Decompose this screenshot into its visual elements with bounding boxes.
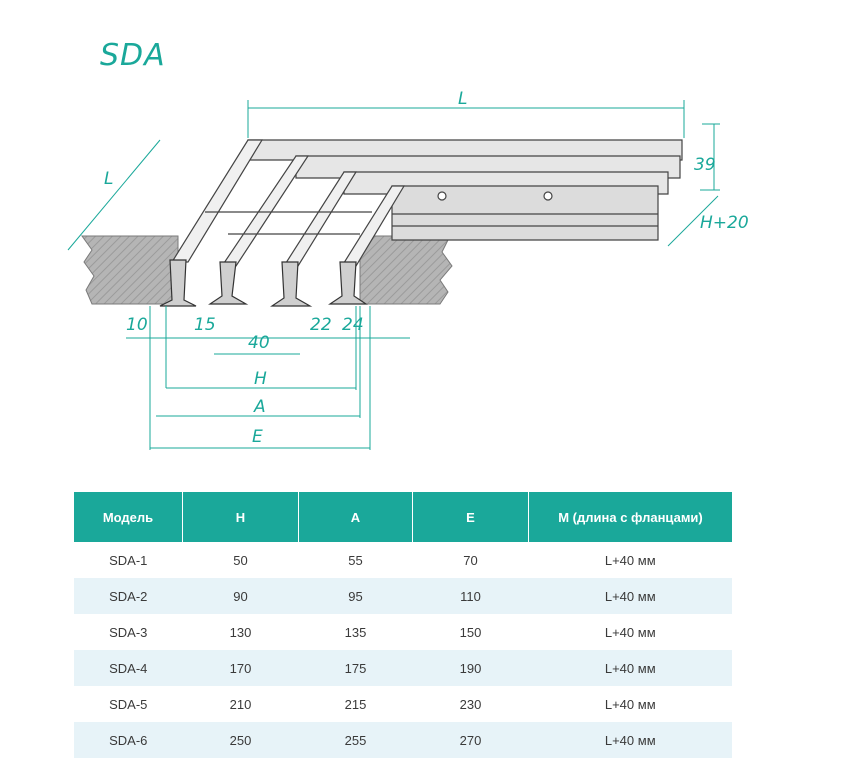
cell-e: 230 <box>459 696 482 712</box>
product-title: SDA <box>100 38 166 73</box>
table-row: SDA-5 210 215 230 L+40 мм <box>74 686 732 722</box>
cell-a: 215 <box>344 696 367 712</box>
cell-a: 95 <box>298 578 413 614</box>
cell-h: 170 <box>182 650 299 686</box>
cell-h: 210 <box>229 696 252 712</box>
cell-a: 175 <box>298 650 413 686</box>
cell-h: 250 <box>182 722 299 758</box>
spec-table: Модель H A E M (длина с фланцами) SDA-1 … <box>74 492 732 758</box>
wall-right <box>359 235 453 305</box>
table-row: SDA-2 90 95 110 L+40 мм <box>74 578 732 614</box>
cell-m: L+40 мм <box>528 650 732 686</box>
cell-e: 270 <box>412 722 529 758</box>
table-row: SDA-1 50 55 70 L+40 мм <box>74 542 732 578</box>
cell-h: 130 <box>229 624 252 640</box>
profile-sections <box>159 259 368 307</box>
col-header-m: M (длина с фланцами) <box>528 492 732 542</box>
dim-h-plus-20: H+20 <box>700 213 749 233</box>
grille-blades <box>170 139 406 267</box>
cell-model: SDA-6 <box>74 722 183 758</box>
dimension-lines <box>67 100 720 450</box>
dim-e: E <box>252 427 263 447</box>
cell-e: 110 <box>412 578 529 614</box>
technical-drawing: L L 39 H+20 10 15 40 22 24 H A E <box>67 89 749 450</box>
cell-m: L+40 мм <box>528 578 732 614</box>
wall-left <box>81 235 179 305</box>
cell-m: L+40 мм <box>604 696 656 712</box>
cell-e: 70 <box>463 552 478 568</box>
dim-24: 24 <box>342 315 364 335</box>
table-row: SDA-4 170 175 190 L+40 мм <box>74 650 732 686</box>
dim-15: 15 <box>194 315 216 335</box>
col-header-model: Модель <box>74 492 183 542</box>
cell-model: SDA-4 <box>74 650 183 686</box>
dim-length-side: L <box>104 169 113 189</box>
cell-model: SDA-5 <box>109 696 148 712</box>
grille-profiles <box>247 139 683 241</box>
cell-a: 255 <box>298 722 413 758</box>
table-header-row: Модель H A E M (длина с фланцами) <box>74 492 732 542</box>
dim-10: 10 <box>126 315 148 335</box>
cell-m: L+40 мм <box>604 624 656 640</box>
cell-e: 190 <box>412 650 529 686</box>
table-row: SDA-6 250 255 270 L+40 мм <box>74 722 732 758</box>
dim-22: 22 <box>310 315 332 335</box>
col-header-a: A <box>298 492 413 542</box>
cell-h: 50 <box>233 552 248 568</box>
col-header-h: H <box>182 492 299 542</box>
dim-length-top: L <box>458 89 467 109</box>
cell-model: SDA-3 <box>109 624 148 640</box>
cell-m: L+40 мм <box>604 552 656 568</box>
cell-model: SDA-1 <box>109 552 148 568</box>
dim-40: 40 <box>248 333 270 353</box>
cell-model: SDA-2 <box>74 578 183 614</box>
col-header-e: E <box>412 492 529 542</box>
cell-m: L+40 мм <box>528 722 732 758</box>
cell-a: 55 <box>348 552 363 568</box>
cell-h: 90 <box>182 578 299 614</box>
table-row: SDA-3 130 135 150 L+40 мм <box>74 614 732 650</box>
cell-a: 135 <box>344 624 367 640</box>
dim-h: H <box>254 369 267 389</box>
cell-e: 150 <box>459 624 482 640</box>
dim-a: A <box>253 397 266 417</box>
dim-height-39: 39 <box>694 155 716 175</box>
